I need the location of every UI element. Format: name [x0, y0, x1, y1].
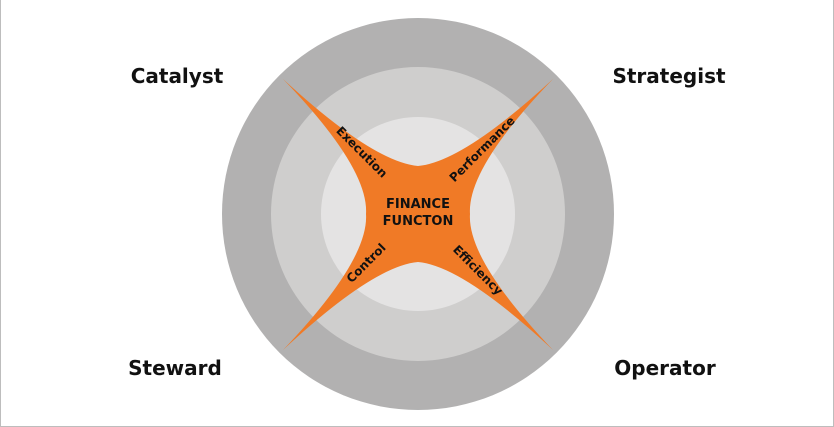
role-label-steward: Steward — [128, 356, 222, 380]
center-label-line2: FUNCTON — [383, 214, 454, 229]
role-label-operator: Operator — [614, 356, 716, 380]
four-point-star — [283, 79, 553, 350]
role-label-catalyst: Catalyst — [131, 64, 224, 88]
center-label-line1: FINANCE — [386, 197, 450, 212]
role-label-strategist: Strategist — [612, 64, 726, 88]
